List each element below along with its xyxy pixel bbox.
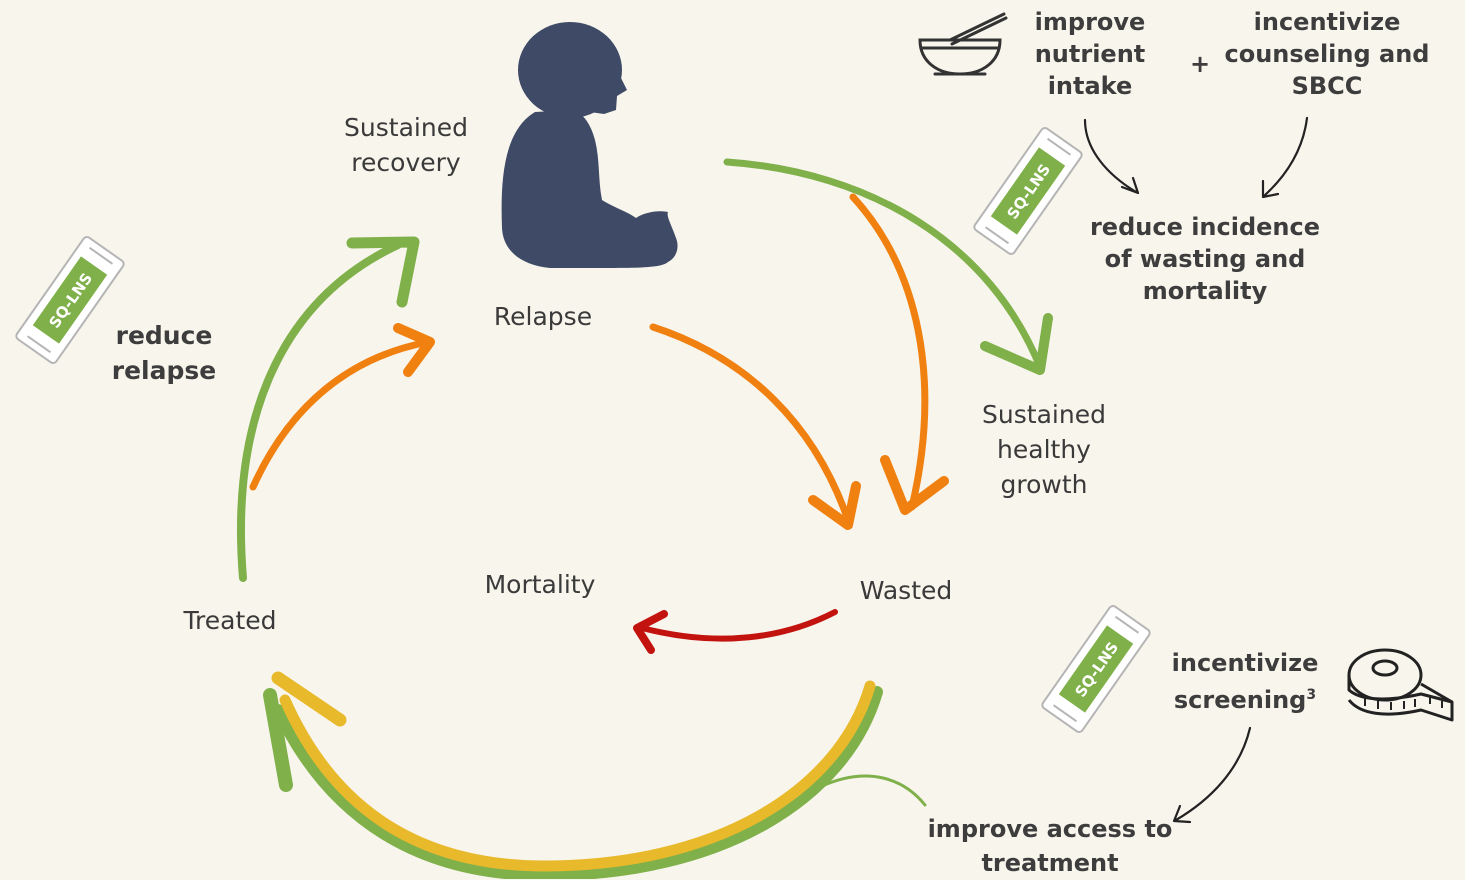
child-silhouette-icon bbox=[501, 22, 678, 268]
node-mortality: Mortality bbox=[484, 570, 596, 599]
measuring-tape-icon bbox=[1347, 648, 1454, 722]
arrow-child-to-healthy-growth bbox=[723, 158, 1044, 371]
bowl-spoon-icon bbox=[918, 12, 1008, 76]
label-reduce-incidence: reduce incidence of wasting and mortalit… bbox=[1089, 213, 1321, 305]
arrowhead bbox=[271, 671, 347, 727]
pointer-arrowhead bbox=[1261, 179, 1280, 199]
pointer-arrow bbox=[1262, 116, 1309, 198]
arrowhead bbox=[346, 236, 420, 308]
arrowhead bbox=[880, 455, 949, 515]
node-treated: Treated bbox=[183, 606, 277, 635]
arrow-relapse-to-wasted bbox=[649, 323, 852, 524]
arrow-treated-to-relapse bbox=[249, 338, 432, 491]
access-connector-line bbox=[820, 774, 927, 807]
arrow-treated-to-recovery bbox=[237, 241, 402, 582]
sq-lns-sachet-icon: SQ-LNS bbox=[1041, 605, 1151, 733]
arrow-wasted-to-treated-green bbox=[272, 686, 883, 879]
label-incentivize-counseling: incentivize counseling and SBCC bbox=[1224, 8, 1430, 100]
label-improve-access-to-treatment: improve access to treatment bbox=[927, 815, 1173, 877]
node-sustained-recovery: Sustained recovery bbox=[344, 113, 468, 177]
plus-sign: + bbox=[1189, 50, 1211, 78]
node-sustained-healthy-growth: Sustained healthy growth bbox=[982, 400, 1106, 499]
arrow-wasted-to-treated-yellow bbox=[279, 680, 876, 872]
label-incentivize-screening: incentivize screening3 bbox=[1171, 649, 1319, 714]
arrowhead bbox=[808, 481, 861, 530]
arrowhead bbox=[393, 323, 435, 377]
sq-lns-sachet-icon: SQ-LNS bbox=[15, 236, 125, 364]
arrowhead bbox=[633, 610, 668, 654]
arrow-child-to-wasted bbox=[849, 193, 929, 511]
arrow-wasted-to-mortality bbox=[639, 609, 838, 642]
pointer-arrow bbox=[1083, 118, 1138, 194]
arrowhead bbox=[263, 688, 293, 792]
pointer-arrow bbox=[1174, 726, 1252, 822]
label-improve-nutrient-intake: improve nutrient intake bbox=[1034, 8, 1146, 100]
sq-lns-sachet-icon: SQ-LNS bbox=[973, 127, 1083, 255]
node-wasted: Wasted bbox=[859, 576, 953, 605]
label-reduce-relapse: reduce relapse bbox=[111, 321, 217, 385]
pointer-arrowhead bbox=[1172, 804, 1192, 824]
arrowhead bbox=[980, 313, 1053, 375]
node-relapse: Relapse bbox=[493, 302, 593, 331]
pointer-arrowhead bbox=[1120, 176, 1140, 195]
